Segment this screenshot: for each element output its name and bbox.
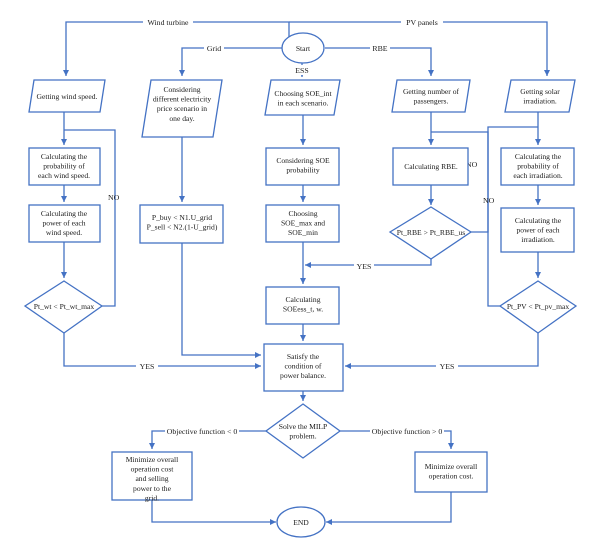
svg-text:Getting wind speed.: Getting wind speed.: [37, 92, 98, 101]
node-wind-check: [23, 280, 104, 334]
label-grid: Grid: [207, 44, 221, 53]
edge-mincost-to-end: [326, 492, 452, 525]
label-ess: ESS: [295, 66, 308, 75]
label-pv-panels: PV panels: [406, 18, 438, 27]
node-rbe-check: [388, 206, 473, 260]
node-wind-speed: Getting wind speed.: [28, 79, 106, 113]
node-solar: [504, 79, 576, 113]
node-balance: [263, 343, 344, 392]
edge-minsell-to-end: [151, 500, 276, 525]
node-soess: [265, 286, 340, 325]
node-pv-check: [498, 280, 578, 334]
edge-start-to-rbe: [325, 47, 434, 76]
edge-start-to-wind: [63, 21, 290, 76]
node-minimize-cost: [414, 451, 488, 493]
node-minimize-sell: [111, 451, 193, 501]
node-soe-prob: [265, 147, 340, 186]
edge-limits-to-balance: [181, 243, 261, 358]
edge-start-to-grid: [179, 47, 282, 76]
label-no-pv: NO: [483, 196, 495, 205]
label-yes-wind: YES: [140, 362, 155, 371]
label-wind-turbine: Wind turbine: [147, 18, 189, 27]
label-no-rbe: NO: [466, 160, 478, 169]
label-rbe: RBE: [372, 44, 387, 53]
nodes: Start Getting wind speed.: [23, 32, 578, 538]
edge-rbe-yes: [305, 259, 432, 268]
node-start: Start: [281, 32, 325, 64]
edge-pv-yes: [345, 333, 539, 369]
node-power-irr: [500, 207, 575, 253]
node-prob-wind: [28, 147, 101, 186]
label-yes-pv: YES: [440, 362, 455, 371]
node-soe-int: [264, 79, 341, 116]
node-electricity-price: [141, 79, 223, 138]
label-objective-negative: Objective function < 0: [167, 427, 238, 436]
text-pv-check: Pt_PV < Pt_pv_max: [507, 302, 570, 311]
label-yes-rbe: YES: [357, 262, 372, 271]
node-prob-irr: [500, 147, 575, 186]
node-milp: [264, 403, 342, 459]
text-wind-check: Pt_wt < Pt_wt_max: [34, 302, 95, 311]
node-power-wind: [28, 204, 101, 243]
node-soe-maxmin: [265, 204, 340, 243]
text-rbe-check: Pt_RBE > Pt_RBE_us: [397, 228, 465, 237]
label-no-wind: NO: [108, 193, 120, 202]
edge-wind-yes: [63, 333, 261, 369]
label-objective-positive: Objective function > 0: [372, 427, 443, 436]
edge-pv-no-loop: [487, 126, 538, 307]
edge-wind-no-loop: [64, 129, 116, 307]
edge-labels: Wind turbine PV panels Grid RBE ESS NO N…: [108, 16, 495, 436]
node-passengers: [391, 79, 471, 113]
svg-text:Start: Start: [296, 44, 311, 53]
node-calc-rbe: [392, 147, 469, 186]
text-end: END: [293, 518, 309, 527]
edge-start-to-pv: [289, 21, 550, 76]
text-calc-rbe: Calculating RBE.: [404, 162, 458, 171]
node-end: [276, 506, 326, 538]
node-grid-limits: [139, 204, 224, 244]
